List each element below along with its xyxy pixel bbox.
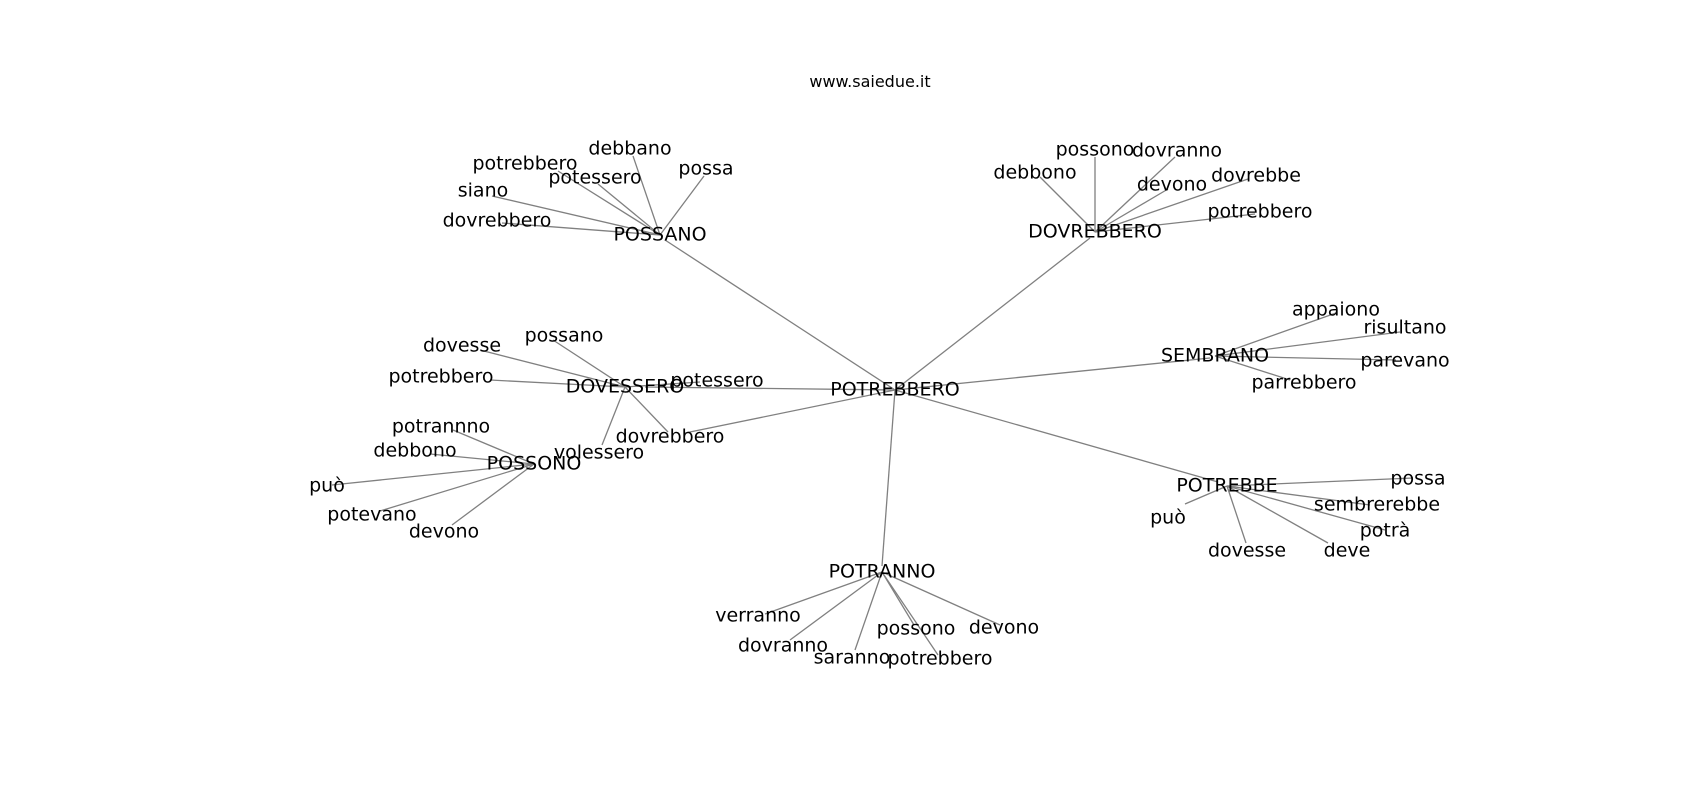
- leaf-node-dovessero-1: dovesse: [423, 335, 501, 357]
- leaf-node-dovrebbero-3: devono: [1137, 174, 1207, 196]
- leaf-node-dovrebbero-4: dovrebbe: [1211, 165, 1301, 187]
- edge-root-potrebbe: [894, 389, 1219, 483]
- leaf-node-potrebbe-0: possa: [1390, 468, 1445, 490]
- leaf-node-possono-4: devono: [409, 521, 479, 543]
- edge-potranno-leaf-0: [764, 571, 883, 615]
- hub-node-dovrebbero: DOVREBBERO: [1028, 221, 1162, 243]
- leaf-node-sembrano-2: parevano: [1360, 350, 1449, 372]
- leaf-node-potranno-3: devono: [969, 617, 1039, 639]
- edge-potranno-leaf-5: [881, 571, 939, 656]
- leaf-node-potrebbe-3: può: [1150, 507, 1186, 529]
- edges-layer: [331, 155, 1414, 656]
- hub-node-potranno: POTRANNO: [829, 561, 936, 583]
- edge-potrebbe-leaf-5: [1226, 485, 1329, 544]
- edge-dovrebbero-leaf-2: [1039, 176, 1096, 233]
- hub-node-dovessero: DOVESSERO: [566, 376, 685, 398]
- edge-sembrano-leaf-1: [1214, 331, 1401, 357]
- hub-node-possono: POSSONO: [487, 453, 582, 475]
- leaf-node-possano-2: potrebbero: [472, 153, 577, 175]
- leaf-node-potrebbe-2: potrà: [1360, 520, 1411, 542]
- leaf-node-potranno-0: verranno: [715, 605, 801, 627]
- leaf-node-dovessero-4: volessero: [554, 442, 644, 464]
- edge-root-sembrano: [894, 357, 1211, 391]
- leaf-node-potranno-4: saranno: [814, 647, 891, 669]
- edge-possano-leaf-0: [632, 155, 661, 236]
- edge-possano-leaf-5: [501, 222, 661, 236]
- edge-dovessero-leaf-2: [489, 379, 626, 388]
- leaf-node-dovrebbero-0: possono: [1056, 139, 1135, 161]
- edge-dovrebbero-leaf-1: [1094, 156, 1176, 233]
- edge-potranno-leaf-3: [881, 571, 1001, 626]
- edge-root-possano: [664, 239, 896, 391]
- edge-potrebbe-leaf-0: [1226, 477, 1414, 487]
- edge-possono-leaf-4: [451, 463, 535, 526]
- leaf-node-possano-5: dovrebbero: [443, 210, 552, 232]
- watermark-text: www.saiedue.it: [809, 72, 930, 91]
- leaf-node-possono-3: potevano: [327, 504, 416, 526]
- leaf-node-potrebbe-4: dovesse: [1208, 540, 1286, 562]
- edge-dovrebbero-leaf-4: [1094, 178, 1249, 233]
- leaf-node-sembrano-3: parrebbero: [1251, 372, 1356, 394]
- edge-possono-leaf-2: [331, 463, 535, 486]
- edge-potrebbe-leaf-3: [1184, 485, 1228, 505]
- edge-potrebbe-leaf-2: [1226, 485, 1386, 531]
- edge-possano-leaf-3: [597, 183, 661, 236]
- edge-root-dovrebbero: [894, 237, 1091, 391]
- leaf-node-possano-1: possa: [678, 158, 733, 180]
- edge-dovessero-leaf-3: [624, 381, 701, 388]
- edge-dovessero-leaf-4: [601, 386, 626, 446]
- leaf-node-possono-2: può: [309, 475, 345, 497]
- leaf-node-potrebbe-5: deve: [1324, 540, 1371, 562]
- leaf-node-dovessero-5: dovrebbero: [616, 426, 725, 448]
- edge-possono-leaf-0: [452, 429, 535, 465]
- edge-dovessero-leaf-0: [552, 339, 626, 388]
- edge-possano-leaf-2: [557, 170, 661, 236]
- leaf-node-dovessero-3: potessero: [670, 370, 763, 392]
- edge-sembrano-leaf-3: [1214, 355, 1291, 381]
- edge-dovrebbero-leaf-5: [1094, 213, 1256, 233]
- leaf-node-possano-3: potessero: [548, 167, 641, 189]
- leaf-node-dovrebbero-1: dovranno: [1132, 140, 1222, 162]
- edge-possono-leaf-3: [379, 463, 535, 512]
- leaf-node-dovrebbero-5: potrebbero: [1207, 201, 1312, 223]
- edge-root-possono: [684, 389, 896, 434]
- leaf-node-potranno-5: potrebbero: [887, 648, 992, 670]
- leaf-node-potrebbe-1: sembrerebbe: [1314, 494, 1440, 516]
- labels-layer: POTREBBEROPOSSANOdebbanopossapotrebberop…: [309, 138, 1450, 670]
- edge-potrebbe-leaf-4: [1226, 485, 1247, 544]
- leaf-node-possono-1: debbono: [373, 440, 456, 462]
- leaf-node-possano-0: debbano: [588, 138, 671, 160]
- edge-potranno-leaf-1: [789, 571, 883, 641]
- leaf-node-sembrano-1: risultano: [1363, 317, 1446, 339]
- leaf-node-dovrebbero-2: debbono: [993, 162, 1076, 184]
- hub-node-possano: POSSANO: [613, 224, 706, 246]
- leaf-node-possano-4: siano: [458, 180, 509, 202]
- edge-possano-leaf-4: [491, 195, 661, 236]
- edge-potrebbe-leaf-1: [1226, 485, 1371, 506]
- edge-sembrano-leaf-2: [1214, 355, 1397, 361]
- root-node: POTREBBERO: [830, 379, 959, 401]
- hub-node-potrebbe: POTREBBE: [1176, 475, 1277, 497]
- edge-dovessero-leaf-1: [479, 349, 626, 388]
- edge-root-dovessero: [644, 386, 896, 391]
- leaf-node-sembrano-0: appaiono: [1292, 299, 1380, 321]
- edge-possono-leaf-1: [429, 453, 535, 465]
- leaf-node-potranno-1: dovranno: [738, 635, 828, 657]
- leaf-node-potranno-2: possono: [877, 618, 956, 640]
- edge-sembrano-leaf-0: [1214, 312, 1337, 357]
- edge-possano-leaf-1: [659, 175, 705, 236]
- hub-node-sembrano: SEMBRANO: [1161, 345, 1269, 367]
- leaf-node-possono-0: potrannno: [392, 416, 490, 438]
- edge-dovrebbero-leaf-3: [1094, 188, 1169, 233]
- leaf-node-dovessero-2: potrebbero: [388, 366, 493, 388]
- leaf-node-dovessero-0: possano: [525, 325, 604, 347]
- edge-dovessero-leaf-5: [624, 386, 669, 433]
- edge-root-potranno: [881, 389, 896, 567]
- edge-potranno-leaf-4: [854, 571, 883, 651]
